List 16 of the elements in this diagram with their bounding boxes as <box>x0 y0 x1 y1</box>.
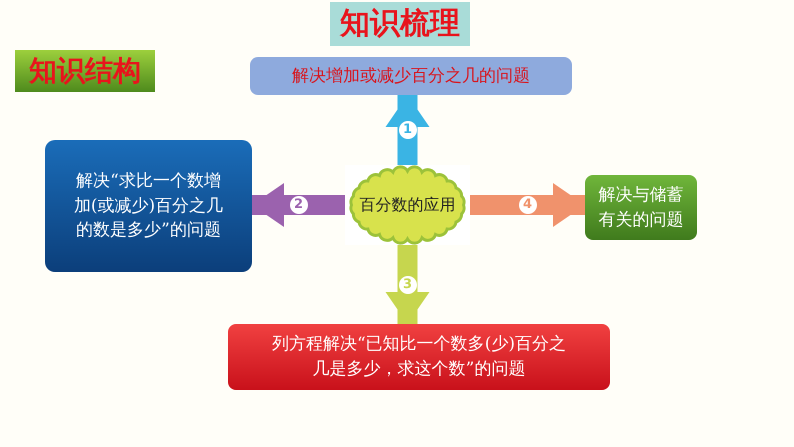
box-text: 列方程解决“已知比一个数多(少)百分之几是多少，求这个数”的问题 <box>271 333 567 381</box>
title-banner: 知识梳理 <box>330 2 470 46</box>
arrow <box>386 245 430 324</box>
arrow <box>386 95 430 165</box>
topic-box <box>585 175 697 240</box>
box-text: 解决与储蓄有关的问题 <box>598 184 684 232</box>
box-text: 解决增加或减少百分之几的问题 <box>292 64 530 88</box>
arrow <box>252 183 345 227</box>
topic-box <box>228 324 610 390</box>
arrow <box>470 183 585 227</box>
center-label: 百分数的应用 <box>360 194 456 216</box>
section-heading: 知识结构 <box>15 50 155 92</box>
topic-box <box>250 57 572 95</box>
box-text: 解决“求比一个数增加(或减少)百分之几的数是多少”的问题 <box>72 170 224 242</box>
cloud-shape <box>345 165 470 245</box>
topic-box <box>45 140 252 272</box>
